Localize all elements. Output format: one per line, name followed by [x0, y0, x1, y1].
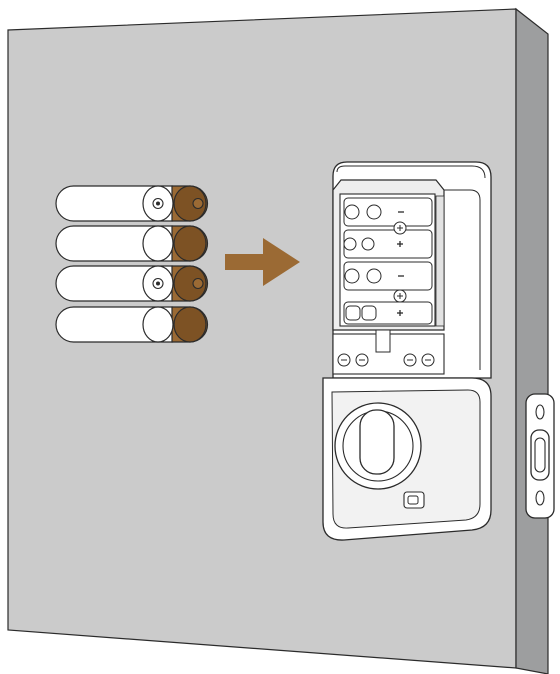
battery-slot: [344, 198, 432, 226]
screw-icon: [404, 354, 416, 366]
aa-battery-icon: [56, 266, 208, 301]
aa-battery-icon: [56, 186, 208, 221]
screw-icon: [356, 354, 368, 366]
door-edge: [516, 9, 548, 674]
aa-battery-icon: [56, 307, 208, 342]
strike-screw-top: [536, 405, 544, 419]
strike-hole-inner: [535, 438, 545, 472]
battery-slot: [344, 302, 432, 324]
reset-button: [404, 492, 424, 508]
strike-screw-bottom: [536, 491, 544, 505]
screw-icon: [422, 354, 434, 366]
thumb-turn: [335, 403, 421, 489]
strike-plate: [526, 394, 554, 518]
smart-deadbolt-lock: [323, 162, 491, 540]
screw-icon: [338, 354, 350, 366]
aa-battery-icon: [56, 226, 208, 261]
